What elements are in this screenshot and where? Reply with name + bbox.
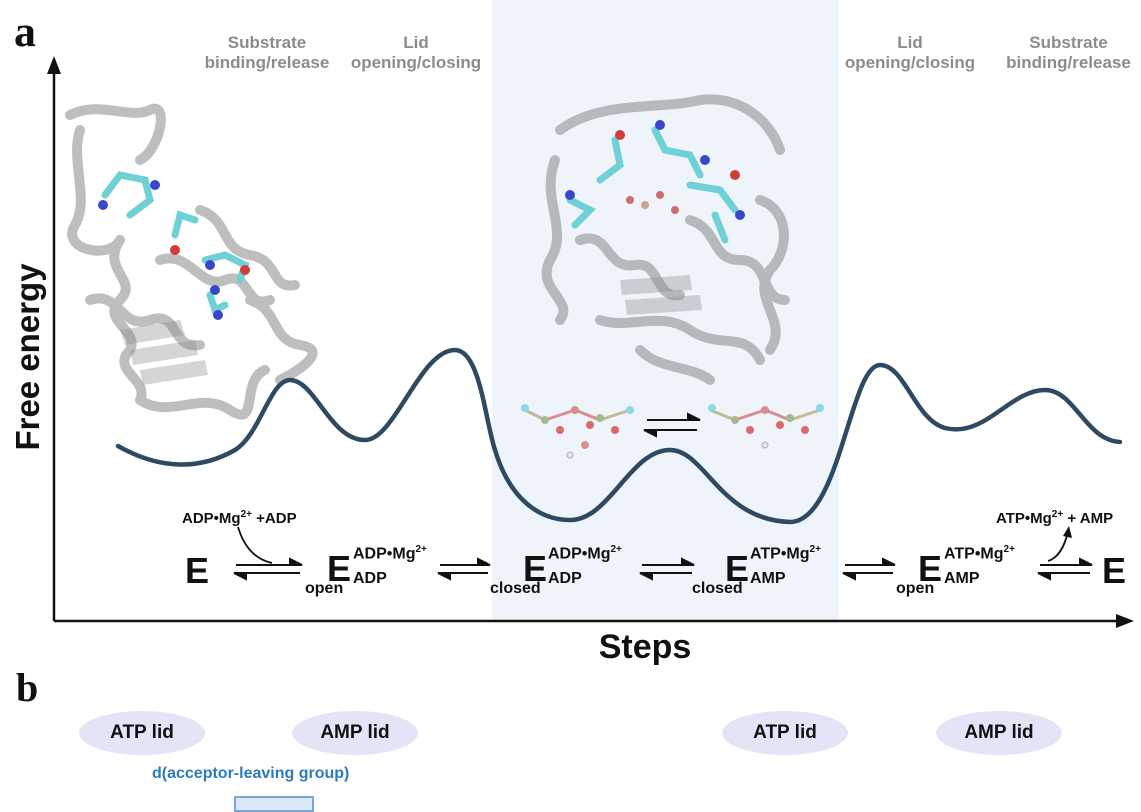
protein-closed-sheet [620, 275, 702, 315]
state-open-adp: E open ADP•Mg2+ ADP [305, 544, 427, 597]
scheme-equilibrium-3 [639, 557, 695, 581]
lid-label-amp-1: AMP lid [292, 711, 418, 755]
lid-label-atp-1: ATP lid [79, 711, 205, 755]
protein-open-structure [65, 103, 318, 420]
ligands-closed [566, 126, 739, 244]
product-out-arrowhead [1063, 526, 1072, 538]
lid-label-amp-2: AMP lid [936, 711, 1062, 755]
state-open-atp: E open ATP•Mg2+ AMP [896, 544, 1015, 597]
chemical-equilibrium-arrows [643, 412, 701, 438]
state-closed-adp: E closed ADP•Mg2+ ADP [490, 544, 622, 597]
x-axis-label: Steps [598, 628, 692, 666]
y-axis-label: Free energy [9, 263, 46, 451]
distance-label: d(acceptor-leaving group) [152, 765, 350, 782]
scheme-equilibrium-4 [842, 557, 896, 581]
substrate-in-arrow [237, 526, 273, 564]
product-out-arrow [1047, 531, 1069, 562]
panel-a-label: a [14, 7, 36, 56]
distance-plot-box [234, 796, 314, 812]
lid-label-atp-2: ATP lid [722, 711, 848, 755]
free-energy-curve [115, 347, 1123, 525]
x-axis-arrowhead [1116, 614, 1134, 628]
outgoing-products: ATP•Mg2+ + AMP [996, 509, 1114, 527]
ligand-atoms-open [98, 180, 250, 320]
scheme-equilibrium-2 [437, 557, 491, 581]
state-free-enzyme-left: E [185, 550, 210, 591]
incoming-substrates: ADP•Mg2+ +ADP [182, 509, 297, 527]
ligands-open [101, 171, 250, 315]
scheme-equilibrium-5 [1037, 557, 1093, 581]
y-axis-arrowhead [47, 56, 61, 74]
panel-b-label: b [16, 665, 39, 710]
scheme-equilibrium-1 [233, 557, 303, 581]
product-molecules [708, 404, 824, 449]
protein-closed-structure [541, 94, 790, 385]
state-closed-atp: E closed ATP•Mg2+ AMP [692, 544, 821, 597]
ligand-atoms-closed [565, 120, 745, 220]
protein-open-sheet [120, 320, 208, 385]
state-free-enzyme-right: E [1102, 550, 1127, 591]
chemical-reaction-region [492, 0, 839, 622]
reactant-molecules [521, 404, 634, 459]
